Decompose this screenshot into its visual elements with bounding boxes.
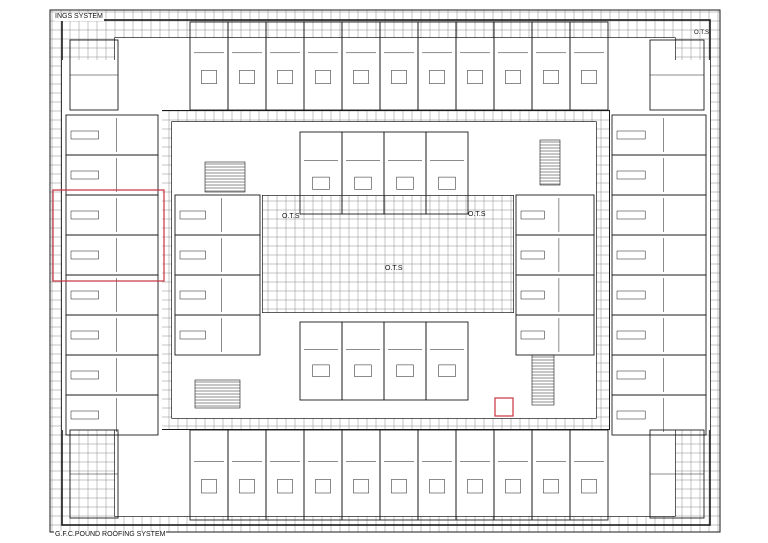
fixture-box: [201, 479, 217, 494]
fixture-box: [70, 130, 99, 140]
fixture-box: [429, 70, 445, 84]
fixture-box: [179, 210, 206, 220]
fixture-box: [239, 70, 255, 84]
drawing-border: [49, 9, 721, 533]
fixture-box: [391, 70, 407, 84]
bottom-unit: [569, 429, 609, 521]
built-area-mask: [115, 430, 675, 516]
inner-bottom-unit: [425, 321, 469, 401]
built-area-mask: [262, 122, 514, 195]
fixture-box: [467, 70, 483, 84]
fixture-box: [312, 176, 330, 190]
sheet-title-top: INGS SYSTEM: [54, 13, 104, 21]
fixture-box: [616, 410, 646, 420]
stair-upper-right: [539, 139, 561, 186]
fixture-box: [277, 479, 293, 494]
fixture-box: [179, 250, 206, 260]
built-area-mask: [514, 122, 596, 418]
ots-label-corner: O.T.S: [694, 30, 709, 36]
fixture-box: [581, 479, 597, 494]
highlight-box-small: [494, 397, 514, 417]
built-area-mask: [262, 313, 514, 418]
inner-left-unit: [174, 314, 261, 356]
top-unit: [569, 21, 609, 111]
fixture-box: [70, 410, 99, 420]
fixture-box: [520, 250, 545, 260]
ots-label-left: O.T.S: [282, 213, 300, 220]
fixture-box: [429, 479, 445, 494]
fixture-details: [70, 52, 704, 494]
fixture-box: [616, 330, 646, 340]
fixture-box: [616, 290, 646, 300]
inner-top-unit: [425, 131, 469, 215]
fixture-box: [315, 70, 331, 84]
fixture-box: [277, 70, 293, 84]
fixture-box: [70, 290, 99, 300]
fixture-box: [396, 176, 414, 190]
ots-label-center: O.T.S: [385, 265, 403, 272]
fixture-box: [543, 70, 559, 84]
built-area-mask: [62, 60, 162, 430]
shaft-labels: O.T.S O.T.S O.T.S O.T.S: [282, 30, 709, 272]
fixture-box: [616, 210, 646, 220]
right-unit: [611, 394, 707, 436]
fixture-box: [616, 250, 646, 260]
room-units: [62, 21, 710, 521]
fixture-box: [581, 70, 597, 84]
fixture-box: [179, 330, 206, 340]
fixture-box: [353, 479, 369, 494]
inner-right-unit: [515, 314, 595, 356]
fixture-box: [312, 364, 330, 377]
fixture-box: [70, 210, 99, 220]
fixture-box: [616, 370, 646, 380]
sheet-title-bottom: G.F.C.POUND ROOFING SYSTEM: [54, 531, 167, 539]
fixture-box: [70, 330, 99, 340]
built-area-mask: [115, 38, 675, 110]
fixture-box: [543, 479, 559, 494]
fixture-box: [520, 290, 545, 300]
built-area-mask: [610, 60, 710, 430]
highlight-box-left: [52, 189, 165, 282]
fixture-box: [239, 479, 255, 494]
fixture-box: [70, 170, 99, 180]
fixture-box: [438, 176, 456, 190]
fixture-box: [467, 479, 483, 494]
fixture-box: [70, 370, 99, 380]
left-unit: [65, 394, 159, 436]
fixture-box: [520, 330, 545, 340]
staircases: [194, 139, 561, 409]
fixture-box: [616, 130, 646, 140]
fixture-box: [179, 290, 206, 300]
stair-upper-left: [204, 161, 246, 193]
fixture-box: [354, 176, 372, 190]
fixture-box: [438, 364, 456, 377]
fixture-box: [505, 70, 521, 84]
fixture-box: [616, 170, 646, 180]
fixture-box: [315, 479, 331, 494]
fixture-box: [505, 479, 521, 494]
built-area-mask: [172, 122, 262, 418]
fixture-box: [391, 479, 407, 494]
fixture-box: [70, 250, 99, 260]
stair-lower-right: [531, 354, 555, 406]
fixture-box: [396, 364, 414, 377]
ots-label-right: O.T.S: [468, 211, 486, 218]
fixture-box: [520, 210, 545, 220]
fixture-box: [353, 70, 369, 84]
fixture-box: [201, 70, 217, 84]
fixture-box: [354, 364, 372, 377]
highlight-markers: [52, 189, 514, 417]
